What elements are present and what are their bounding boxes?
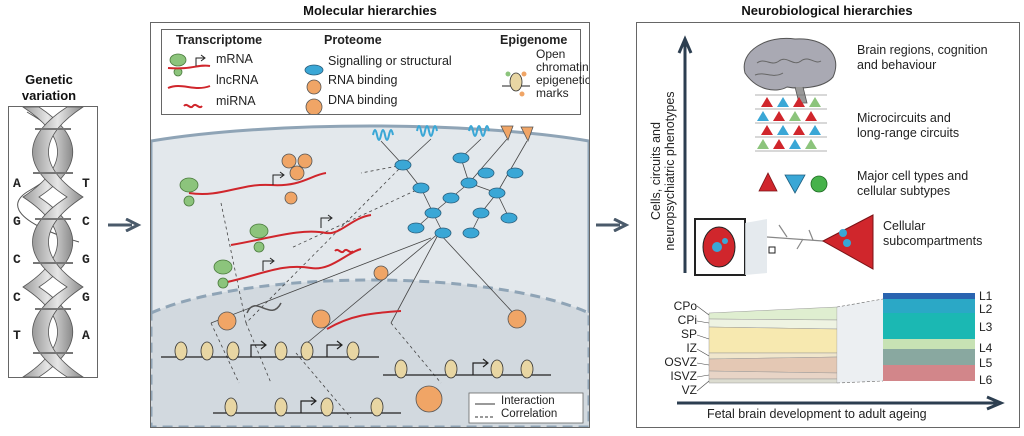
layer-l3: L3 [979, 320, 993, 334]
line-key-box [468, 392, 584, 424]
zone-osvz: OSVZ [664, 355, 697, 369]
base-label: A [13, 176, 21, 191]
arrow-right-icon [596, 218, 630, 232]
base-label: C [82, 214, 90, 229]
x-axis-label: Fetal brain development to adult ageing [707, 407, 927, 421]
x-axis-arrow [677, 395, 1005, 411]
line-key: Interaction Correlation [501, 395, 557, 421]
dna-panel: A G C C T T C G G A [8, 106, 98, 378]
legend-signalling: Signalling or structural [328, 54, 452, 68]
legend-lncrna: lncRNA [216, 73, 259, 87]
interneuron-icon [784, 174, 806, 194]
legend-dna-binding: DNA binding [328, 93, 398, 107]
brain-icon [743, 37, 837, 104]
y-axis-arrow [677, 35, 693, 273]
level-brain-label: Brain regions, cognition and behaviour [857, 43, 988, 72]
legend-transcriptome: Transcriptome [176, 33, 263, 47]
neuro-hierarchies-title: Neurobiological hierarchies [741, 3, 913, 18]
zone-iz: IZ [686, 341, 697, 355]
key-correlation: Correlation [501, 408, 558, 420]
base-label: A [82, 328, 90, 343]
bases-left: A G C C T [13, 165, 21, 355]
base-label: T [82, 176, 90, 191]
layer-l4: L4 [979, 341, 993, 355]
y-axis-label: Cells, circuits and neuropsychiatric phe… [649, 91, 677, 251]
cell-diagram [151, 124, 589, 427]
layer-l2: L2 [979, 302, 993, 316]
legend-mrna: mRNA [216, 52, 253, 66]
arrow-right-icon [108, 218, 142, 232]
nucleus-envelope [151, 278, 589, 427]
base-label: T [13, 328, 21, 343]
base-label: C [13, 252, 21, 267]
base-label: G [82, 252, 90, 267]
legend-epigenome: Epigenome [500, 33, 568, 47]
pyramidal-neuron-icon [758, 172, 778, 192]
layer-l5: L5 [979, 356, 993, 370]
legend-mirna: miRNA [216, 94, 256, 108]
legend-rna-binding: RNA binding [328, 73, 398, 87]
zone-cpo: CPo [673, 299, 697, 313]
glia-icon [810, 175, 828, 193]
layer-l6: L6 [979, 373, 993, 387]
zone-vz: VZ [681, 383, 697, 397]
base-label: G [82, 290, 90, 305]
base-label: C [13, 290, 21, 305]
level-subcompartment-label: Cellular subcompartments [883, 219, 983, 248]
level-celltype-label: Major cell types and cellular subtypes [857, 169, 969, 198]
microcircuit-icon [755, 94, 827, 152]
legend-box: Transcriptome mRNA lncRNA miRNA Proteome… [161, 29, 589, 115]
bases-right: T C G G A [82, 165, 90, 355]
base-label: G [13, 214, 21, 229]
molecular-panel: Interaction Correlation Transcriptome mR… [150, 22, 590, 428]
key-interaction: Interaction [501, 395, 555, 407]
zone-sp: SP [680, 327, 697, 341]
genetic-variation-title: Genetic variation [21, 72, 77, 103]
neuro-panel: Cells, circuits and neuropsychiatric phe… [636, 22, 1020, 428]
level-microcircuit-label: Microcircuits and long-range circuits [857, 111, 960, 140]
legend-proteome: Proteome [324, 33, 382, 47]
zone-isvz: ISVZ [670, 369, 697, 383]
zone-cpi: CPi [677, 313, 697, 327]
molecular-hierarchies-title: Molecular hierarchies [303, 3, 437, 18]
legend-epigenome-text: Open chromatin; epigenetic marks [536, 47, 590, 100]
fetal-zone-labels: CPo CPi SP IZ OSVZ ISVZ VZ [657, 299, 697, 397]
layer-l1: L1 [979, 289, 993, 303]
